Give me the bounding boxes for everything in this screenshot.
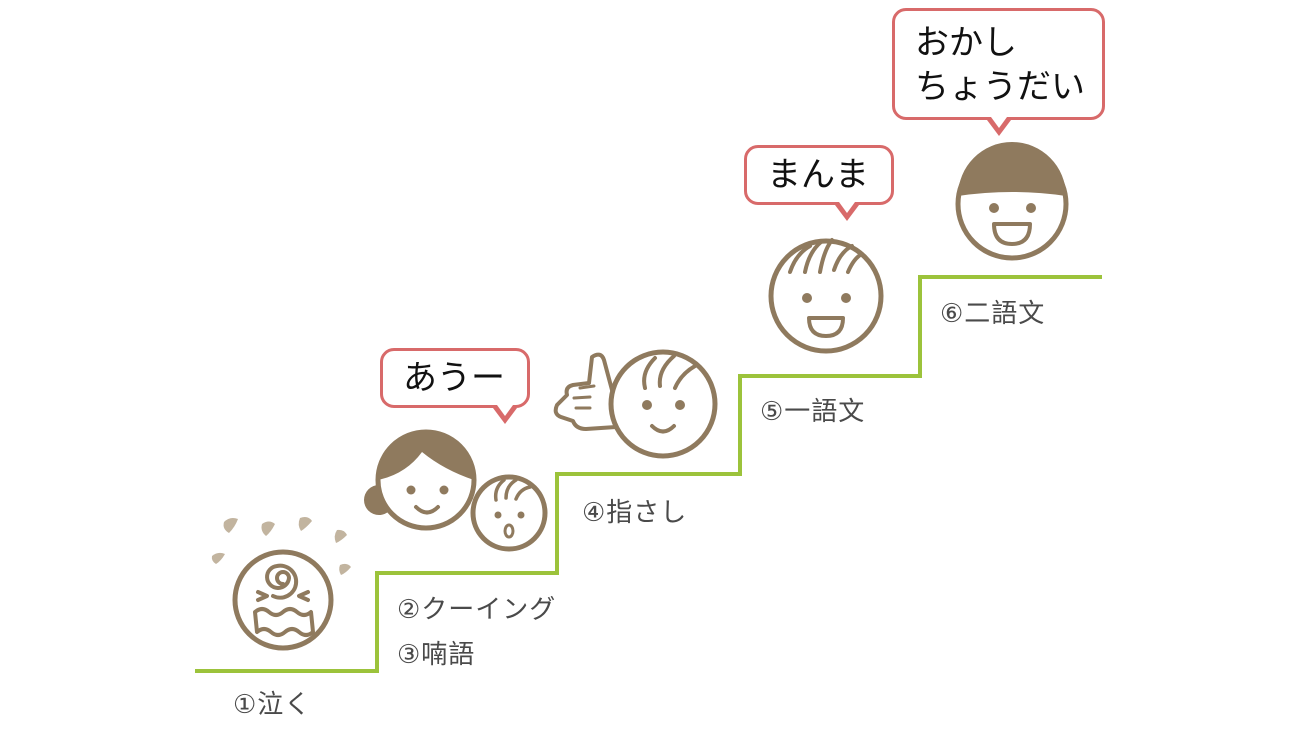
hair-curl <box>265 563 299 600</box>
tear-drop <box>223 518 238 533</box>
child-smile <box>650 424 676 434</box>
pointing-child-icon <box>553 349 718 459</box>
speech-bubble-mamma: まんま <box>744 145 894 221</box>
stage-label-babbling: ③喃語 <box>397 640 476 670</box>
speech-bubble-text: あうー <box>403 358 505 398</box>
mother-eye-right <box>439 485 449 495</box>
squeezed-eye-left <box>256 590 269 602</box>
stage-label-crying: ①泣く <box>233 690 312 720</box>
speech-bubble-tail <box>497 405 513 416</box>
stage-label-one-word: ⑤一語文 <box>760 397 866 427</box>
baby-mouth <box>503 523 515 539</box>
toddler-face <box>768 238 884 354</box>
toddler-icon <box>768 238 884 354</box>
squeezed-eye-right <box>297 590 310 602</box>
toddler-hair <box>788 238 864 274</box>
stage-label-two-word: ⑥二語文 <box>940 299 1046 329</box>
child-mouth <box>992 222 1032 246</box>
child-eye-left <box>989 203 999 213</box>
tear-drop <box>334 529 347 543</box>
baby-face <box>470 474 548 552</box>
mother-eye-left <box>406 485 416 495</box>
tear-drop <box>211 552 225 564</box>
stage-label-cooing: ②クーイング <box>397 595 557 625</box>
baby-hair <box>493 478 532 502</box>
mother-and-baby-icon <box>364 429 548 552</box>
mother-smile <box>414 505 440 515</box>
tear-drop <box>339 563 351 575</box>
crying-baby-icon <box>211 517 351 651</box>
baby-eye-left <box>494 511 502 519</box>
speech-bubble-coo: あうー <box>380 348 530 424</box>
child-hair <box>642 354 697 390</box>
speech-bubble-tail <box>991 117 1007 128</box>
baby-eye-right <box>517 511 525 519</box>
speech-bubble-text: まんま <box>767 155 869 195</box>
child-hair <box>958 142 1066 196</box>
mother-hair <box>378 432 474 480</box>
tear-drop <box>298 517 312 531</box>
speech-bubble-text: おかし ちょうだい <box>915 23 1085 107</box>
child-icon <box>955 142 1069 261</box>
speech-bubble-okashi-choudai: おかし ちょうだい <box>892 8 1105 136</box>
child-eye-right <box>1026 203 1036 213</box>
child-eye-left <box>642 400 652 410</box>
staircase-line <box>195 275 1102 673</box>
hand-finger-lines <box>572 384 596 410</box>
child-face <box>608 349 718 459</box>
toddler-eye-left <box>802 293 812 303</box>
tear-drop <box>261 521 275 536</box>
child-eye-right <box>675 400 685 410</box>
stage-label-pointing: ④指さし <box>582 498 688 528</box>
speech-bubble-tail <box>839 202 855 213</box>
toddler-eye-right <box>841 293 851 303</box>
crying-mouth <box>253 607 315 637</box>
toddler-mouth <box>807 316 845 338</box>
